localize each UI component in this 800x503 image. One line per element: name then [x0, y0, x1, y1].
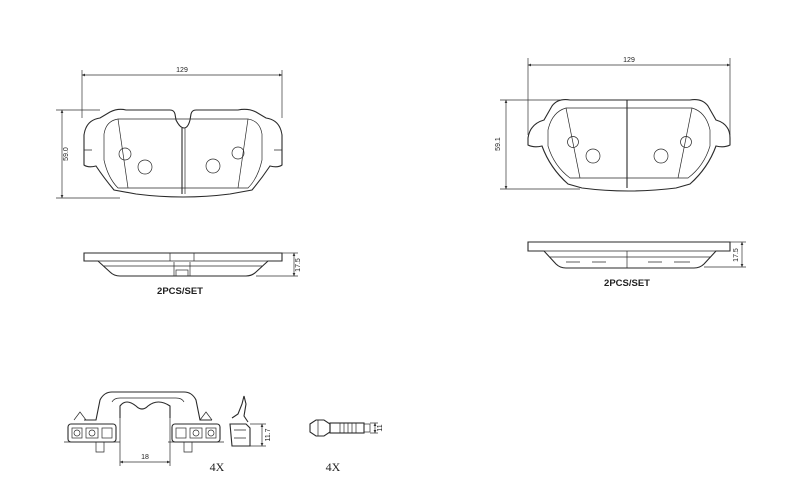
retaining-clip-view: 11.7 [229, 395, 272, 447]
right-pad-thickness-dimension: 17.5 [704, 241, 746, 268]
left-pad-thickness-value: 17.5 [295, 258, 302, 272]
right-pad-front-view [527, 99, 731, 192]
left-pad-set-label: 2PCS/SET [157, 286, 203, 297]
right-pad-height-value: 59.1 [495, 137, 502, 151]
left-pad-height-value: 59.0 [63, 147, 70, 161]
caliper-bracket-view: 18 [64, 391, 224, 466]
right-pad-height-dimension: 59.1 [495, 99, 580, 190]
right-pad-thickness-value: 17.5 [733, 248, 740, 262]
left-pad-front-view [83, 108, 283, 198]
bolt-quantity: 4X [326, 460, 341, 474]
right-pad-set-label: 2PCS/SET [604, 278, 650, 289]
left-pad-thickness-dimension: 17.5 [256, 252, 302, 277]
right-pad-width-value: 129 [623, 57, 635, 64]
clip-height-value: 11.7 [265, 428, 272, 441]
left-pad-height-dimension: 59.0 [56, 109, 120, 199]
clip-quantity: 4X [210, 460, 225, 474]
left-clamp [64, 411, 120, 453]
right-pad-side-view [527, 241, 731, 269]
right-clamp [168, 411, 224, 453]
bolt-dimension-value: 11 [377, 424, 384, 431]
caliper-width-value: 18 [141, 454, 149, 461]
left-pad-side-view [83, 252, 283, 277]
left-pad-width-value: 129 [176, 67, 188, 74]
guide-bolt-view: 11 [309, 419, 384, 437]
right-pad-width-dimension: 129 [527, 57, 731, 135]
